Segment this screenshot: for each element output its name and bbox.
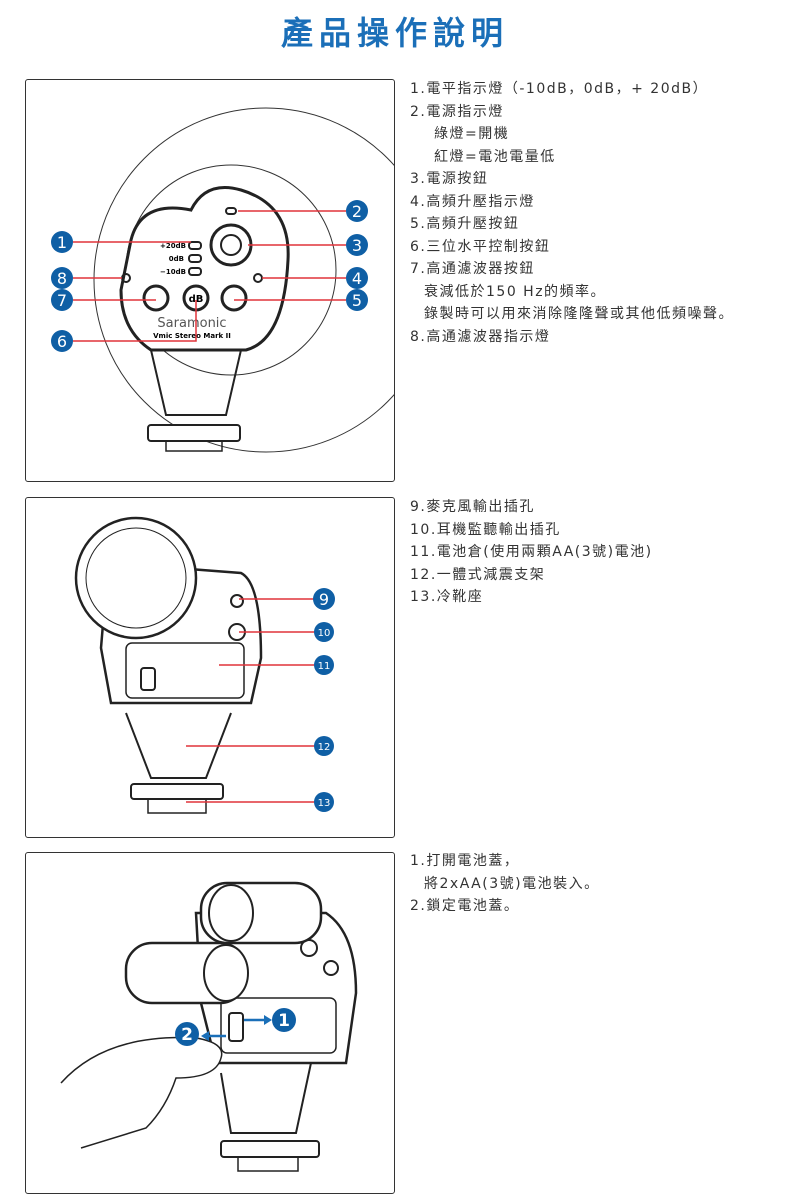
svg-text:4: 4 [352,269,362,288]
svg-text:2: 2 [181,1025,193,1045]
list-item: 2.鎖定電池蓋。 [410,898,520,914]
svg-text:8: 8 [57,269,67,288]
list-item: 5.高頻升壓按鈕 [410,216,520,232]
svg-text:9: 9 [319,590,329,609]
level-label-minus10: −10dB [160,268,186,276]
level-label-0: 0dB [169,255,184,263]
list-item: 8.高通濾波器指示燈 [410,328,551,345]
svg-text:7: 7 [57,291,67,310]
svg-text:1: 1 [57,233,67,252]
svg-text:2: 2 [352,202,362,221]
db-button-label: dB [189,294,204,305]
svg-text:13: 13 [318,798,331,809]
svg-text:5: 5 [352,291,362,310]
step-badges: 1 2 [175,1008,296,1046]
list-item: 將2xAA(3號)電池裝入。 [424,875,600,892]
svg-text:10: 10 [318,628,331,639]
list-item: 4.高頻升壓指示燈 [410,193,535,210]
svg-text:6: 6 [57,332,67,351]
callout-badges: 1 2 3 4 5 6 7 8 [51,200,368,352]
back-panel-diagram: 9 10 11 12 13 [25,497,395,838]
list-item: 11.電池倉(使用兩顆AA(3號)電池) [410,544,653,560]
battery-install-diagram: 1 2 [25,852,395,1194]
list-item: 10.耳機監聽輸出插孔 [410,521,561,538]
page-title: 產品操作說明 [280,14,509,52]
list-item: 綠燈=開機 [434,126,510,142]
level-label-plus20: +20dB [160,242,186,250]
list-item: 1.打開電池蓋， [410,853,520,869]
list-item: 紅燈=電池電量低 [434,148,556,165]
list-item: 9.麥克風輸出插孔 [410,499,535,515]
svg-text:11: 11 [318,661,331,672]
list-item: 12.一體式減震支架 [410,566,546,583]
section2-list: 9.麥克風輸出插孔 10.耳機監聽輸出插孔 11.電池倉(使用兩顆AA(3號)電… [410,496,653,609]
section3-list: 1.打開電池蓋， 將2xAA(3號)電池裝入。 2.鎖定電池蓋。 [410,850,600,918]
list-item: 7.高通濾波器按鈕 [410,261,535,277]
list-item: 13.冷靴座 [410,589,484,605]
svg-text:1: 1 [278,1011,290,1031]
model-name: Vmic Stereo Mark II [153,332,231,340]
list-item: 6.三位水平控制按鈕 [410,238,551,255]
list-item: 衰減低於150 Hz的頻率。 [424,283,607,300]
section1-list: 1.電平指示燈（-10dB，0dB，+ 20dB） 2.電源指示燈 綠燈=開機 … [410,78,734,348]
front-panel-diagram: +20dB 0dB −10dB dB Saramonic Vmic Stereo… [25,79,395,482]
svg-text:3: 3 [352,236,362,255]
list-item: 3.電源按鈕 [410,171,489,187]
svg-text:12: 12 [318,742,331,753]
list-item: 2.電源指示燈 [410,103,504,120]
list-item: 錄製時可以用來消除隆隆聲或其他低頻噪聲。 [424,306,734,322]
list-item: 1.電平指示燈（-10dB，0dB，+ 20dB） [410,81,709,97]
brand-logo: Saramonic [157,316,226,331]
callout-badges: 9 10 11 12 13 [313,588,335,812]
